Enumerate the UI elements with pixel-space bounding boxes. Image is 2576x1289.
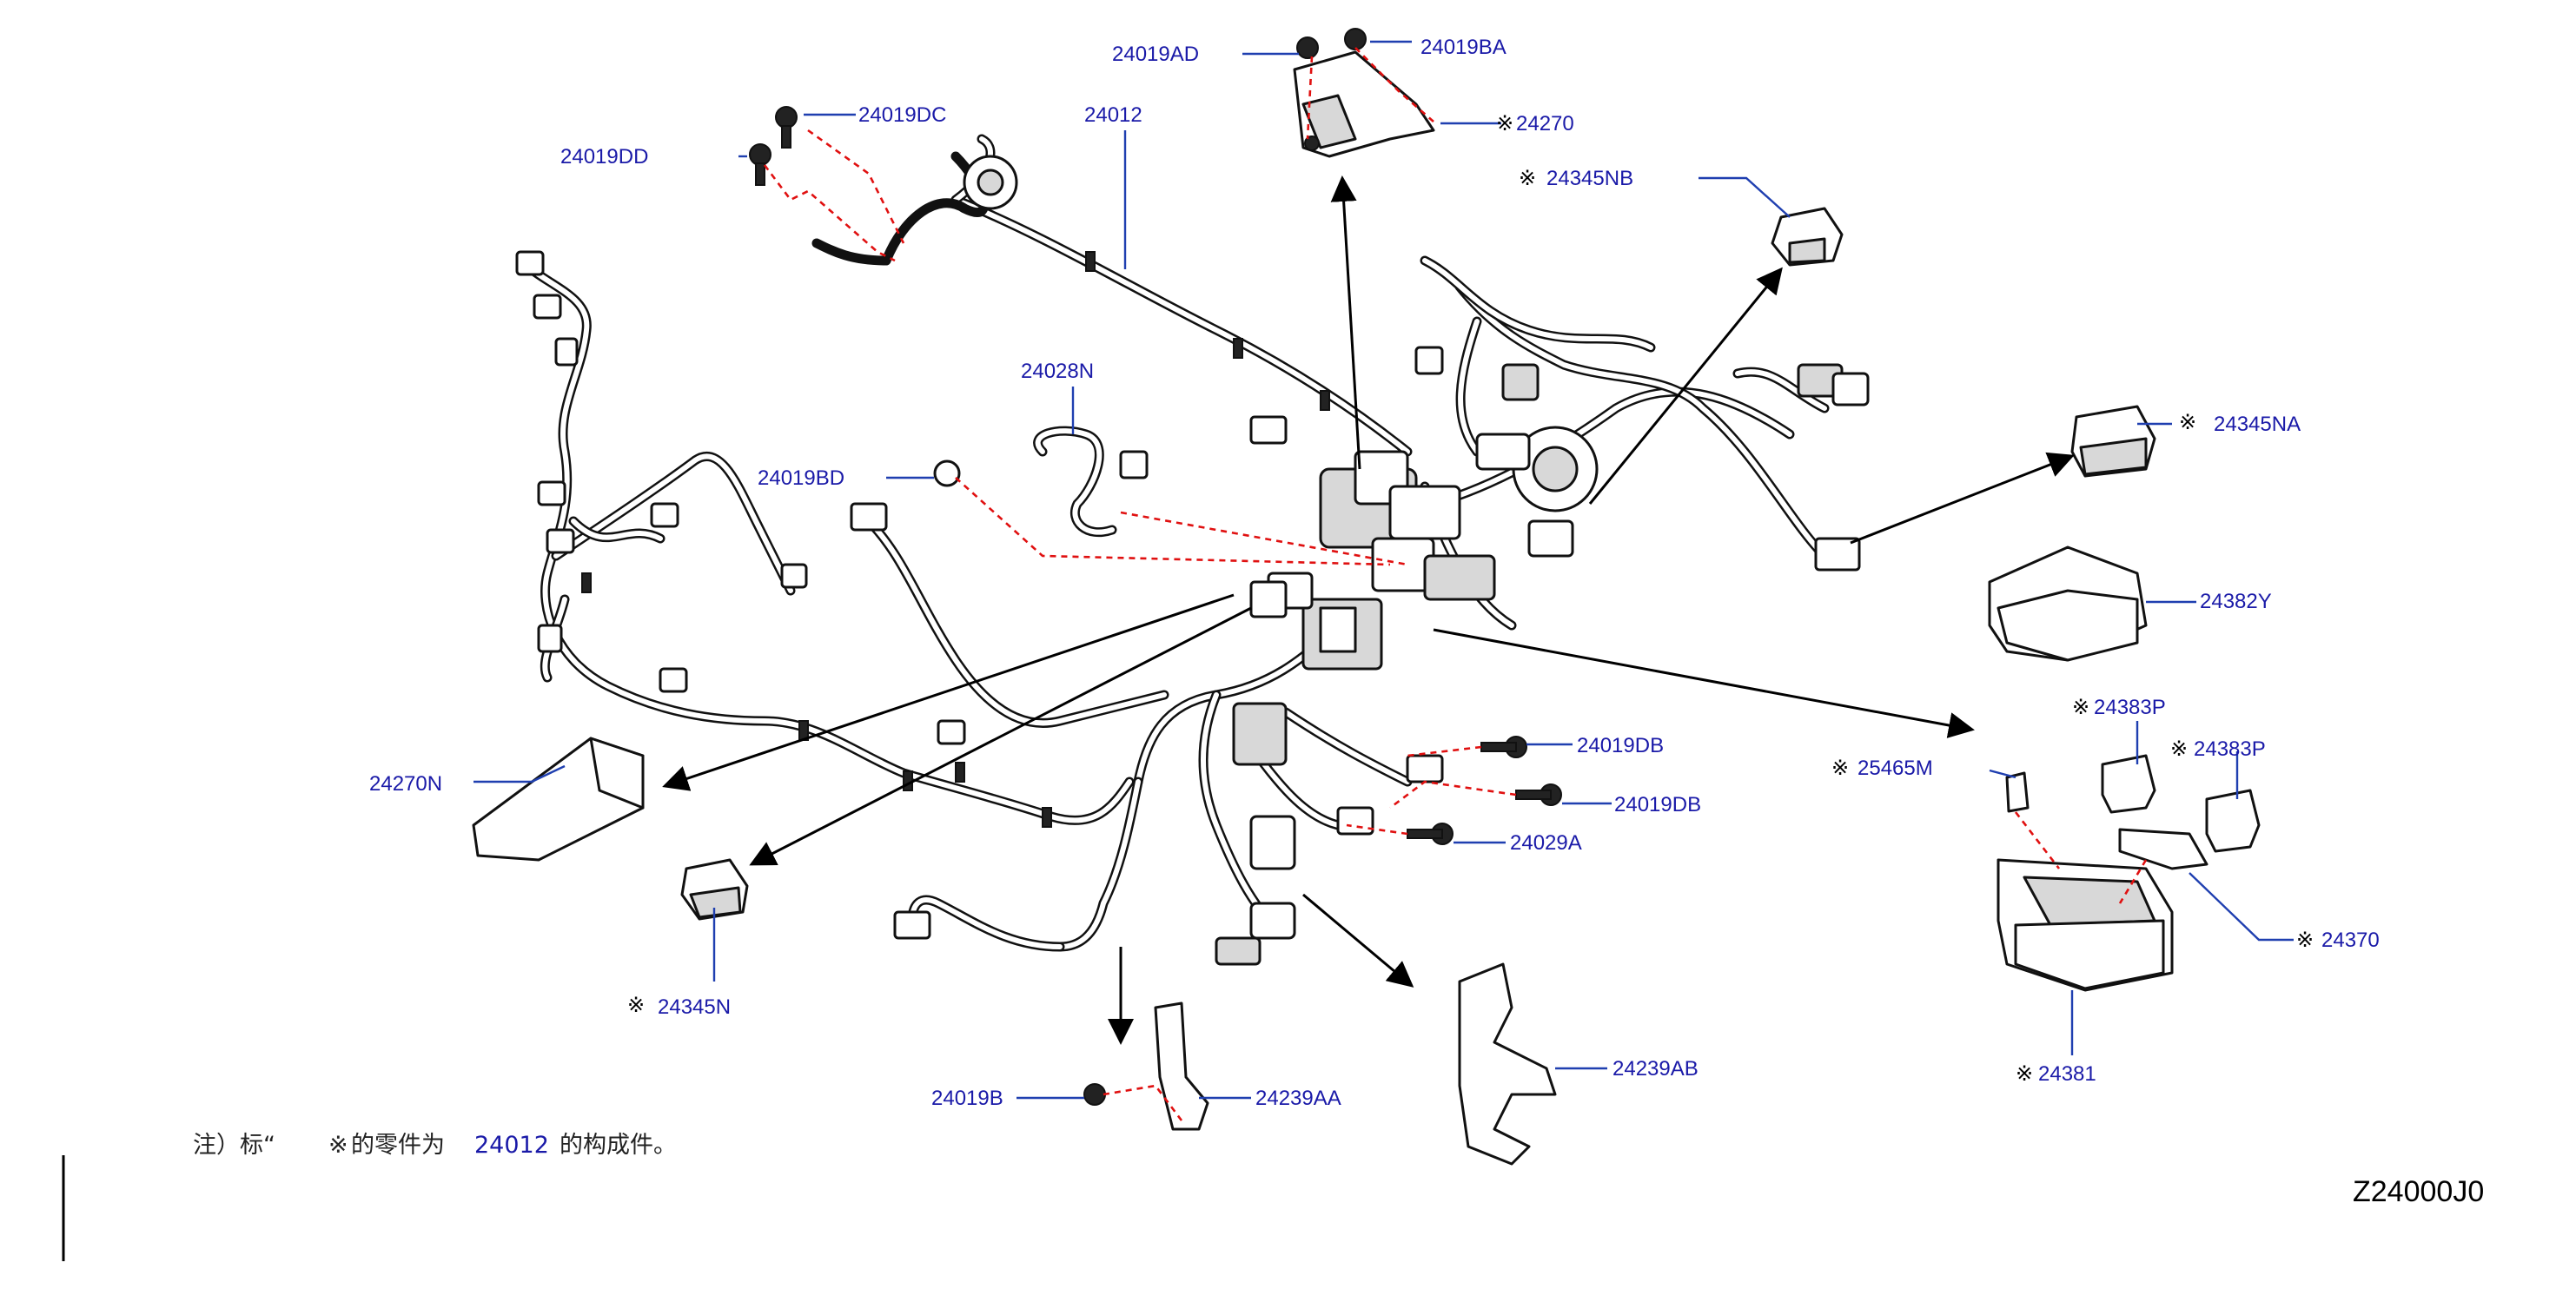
fuse-25465M <box>2005 771 2030 813</box>
drawing-code: Z24000J0 <box>2353 1175 2484 1208</box>
connector-24345N <box>680 858 749 921</box>
label-24019DC: 24019DC <box>858 103 946 127</box>
label-24239AA: 24239AA <box>1255 1087 1341 1110</box>
mark-24383P-b: ※ <box>2170 737 2188 761</box>
mark-24345NB: ※ <box>1519 167 1536 190</box>
footnote: 注）标“ ※ 的零件为 24012 的构成件。 <box>193 1132 677 1159</box>
label-25465M: 25465M <box>1858 757 1933 780</box>
label-24383P-b: 24383P <box>2194 737 2266 761</box>
footnote-part: 24012 <box>474 1132 549 1159</box>
fuse-cover-24382Y <box>1988 545 2148 662</box>
label-24381: 24381 <box>2038 1062 2096 1086</box>
label-24019DD: 24019DD <box>560 145 648 169</box>
label-24019BA: 24019BA <box>1420 36 1507 59</box>
plate-24370 <box>2118 828 2208 870</box>
label-24019DB-a: 24019DB <box>1577 734 1664 757</box>
mark-24370: ※ <box>2296 929 2314 952</box>
bracket-24239AA <box>1083 1001 1209 1131</box>
cover-24270N <box>472 737 645 862</box>
footnote-suffix: 的构成件。 <box>560 1132 677 1159</box>
label-24019BD: 24019BD <box>758 466 844 490</box>
mark-24383P-a: ※ <box>2072 696 2089 719</box>
label-24029A: 24029A <box>1510 831 1582 855</box>
connector-24345NA <box>2070 405 2156 478</box>
label-24012: 24012 <box>1084 103 1142 127</box>
leader-lines <box>473 40 2294 1100</box>
bolts <box>749 106 1562 845</box>
label-24345NA: 24345NA <box>2214 413 2301 436</box>
attachment-dashes <box>763 47 2148 1121</box>
label-24270N: 24270N <box>369 772 442 796</box>
bracket-24239AB <box>1458 962 1557 1166</box>
footnote-prefix: 注）标“ <box>193 1132 275 1159</box>
mark-25465M: ※ <box>1831 757 1849 780</box>
bracket-24270 <box>1293 28 1435 158</box>
connector-24345NB <box>1771 207 1844 267</box>
label-24019DB-b: 24019DB <box>1614 793 1701 816</box>
main-harness-24012 <box>515 134 1870 966</box>
mark-24345NA: ※ <box>2179 411 2196 434</box>
relay-24383P-b <box>2205 789 2261 853</box>
mark-24345N: ※ <box>627 994 645 1017</box>
callout-labels: 24019AD 24019BA ※ 24270 24012 24019DC 24… <box>369 36 2380 1110</box>
footnote-mark: ※ <box>328 1132 348 1159</box>
label-24239AB: 24239AB <box>1612 1057 1699 1081</box>
label-24019AD: 24019AD <box>1112 43 1199 66</box>
mark-24381: ※ <box>2016 1062 2033 1086</box>
label-24270: 24270 <box>1516 112 1574 136</box>
footnote-middle: 的零件为 <box>351 1132 445 1159</box>
mark-24270: ※ <box>1496 112 1513 136</box>
label-24370: 24370 <box>2321 929 2380 952</box>
label-24383P-a: 24383P <box>2094 696 2166 719</box>
label-24019B: 24019B <box>931 1087 1003 1110</box>
label-24382Y: 24382Y <box>2200 590 2272 613</box>
label-24345NB: 24345NB <box>1546 167 1633 190</box>
label-24345N: 24345N <box>658 995 731 1019</box>
label-24028N: 24028N <box>1021 360 1094 383</box>
fuse-block-24381 <box>1997 858 2174 992</box>
assembly-arrows <box>662 175 2075 1045</box>
relay-24383P-a <box>2101 754 2156 814</box>
